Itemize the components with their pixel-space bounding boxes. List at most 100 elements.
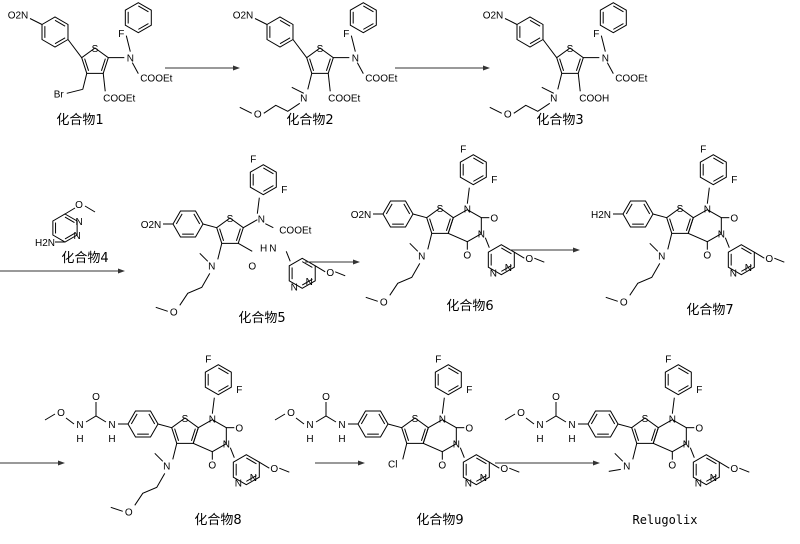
bond [356, 62, 364, 74]
double-bond [476, 475, 487, 482]
double-bond [174, 428, 180, 441]
double-bond [669, 218, 675, 231]
ether-o: O [504, 109, 512, 120]
fluorine-label: F [593, 29, 599, 40]
atom-n: N [74, 231, 81, 242]
atom-s: S [567, 44, 574, 55]
atom-s: S [317, 44, 324, 55]
ether-o: O [380, 297, 388, 308]
double-bond [741, 247, 752, 255]
fluorine-label: F [343, 29, 349, 40]
urea-h: H [568, 434, 575, 445]
aryl-ring [357, 410, 389, 438]
double-bond [445, 218, 451, 231]
methoxy-o: O [270, 464, 278, 475]
bond [327, 73, 331, 92]
arrow-head [573, 247, 580, 253]
pyrimidinedione-ring [192, 419, 227, 453]
arrow-head [593, 460, 600, 466]
fluorine-label: F [352, 0, 358, 2]
atom-s: S [227, 214, 234, 225]
carbonyl-o: O [235, 424, 243, 435]
methyl [649, 242, 659, 252]
nitro-label: O2N [483, 11, 504, 22]
atom-n: N [602, 54, 609, 65]
difluorophenyl-ring [434, 364, 462, 396]
methyl [110, 506, 123, 512]
methoxy-o: O [765, 254, 773, 265]
atom-n: N [453, 440, 460, 451]
double-bond [378, 413, 386, 425]
pyridazine-ring [462, 454, 490, 486]
atom-n: N [490, 269, 497, 280]
double-bond [473, 175, 484, 182]
carbonyl-o: O [490, 214, 498, 225]
double-bond [404, 428, 410, 441]
aryl-substituent-label: O2N [141, 220, 162, 231]
bond [545, 415, 567, 423]
bond [513, 102, 551, 114]
double-bond [235, 228, 241, 241]
atom-n: N [745, 263, 752, 274]
double-bond [429, 218, 435, 231]
arrow-head [233, 65, 240, 71]
bond [217, 243, 223, 260]
double-bond [64, 233, 75, 240]
amine-n: N [208, 261, 215, 272]
methyl [274, 413, 286, 421]
bond [172, 443, 178, 460]
chlorine-label: Cl [388, 459, 397, 470]
bond [389, 263, 421, 296]
double-bond [529, 37, 541, 45]
ether-o: O [254, 109, 262, 120]
bond [652, 213, 667, 219]
difluorophenyl-ring [459, 154, 487, 186]
fluorine-label: F [281, 185, 287, 196]
methyl [774, 257, 785, 263]
methyl [409, 242, 419, 252]
methyl [239, 106, 252, 114]
carbonyl-o: O [463, 251, 471, 262]
bond [179, 273, 211, 306]
bond [102, 73, 106, 92]
bond [504, 18, 518, 25]
arrow-head [118, 268, 125, 274]
methoxy-o: O [730, 464, 738, 475]
bond [202, 223, 217, 229]
compound-label: 化合物8 [194, 513, 241, 528]
atom-n: N [352, 54, 359, 65]
aryl-ring [622, 200, 654, 228]
double-bond [246, 475, 257, 482]
double-bond [175, 213, 183, 225]
methyl [541, 86, 554, 94]
thiophene-ring [171, 417, 199, 444]
amine-n: N [418, 251, 425, 262]
atom-n: N [695, 479, 702, 490]
methyl [509, 467, 520, 473]
atom-n: N [730, 269, 737, 280]
atom-n: N [258, 215, 265, 226]
bond [85, 415, 107, 423]
compound-label: 化合物6 [446, 299, 493, 314]
atom-n: N [209, 415, 216, 426]
aryl-ring [587, 410, 619, 438]
double-bond [279, 19, 291, 27]
aryl-ring [172, 210, 204, 238]
double-bond [403, 203, 411, 215]
methyl [154, 452, 164, 462]
double-bond [713, 175, 724, 182]
ether-o: O [170, 307, 178, 318]
double-bond [476, 457, 487, 465]
fluorine-label: F [665, 355, 671, 366]
nitro-label: O2N [233, 11, 254, 22]
pyridazine-ring [692, 454, 720, 486]
atom-n: N [223, 440, 230, 451]
thiophene-ring [401, 417, 429, 444]
compound-3: SO2NNCOOEtFFCOOHNO化合物3 [483, 0, 648, 128]
reaction-arrow-7 [315, 460, 365, 466]
carbonyl-o: O [438, 461, 446, 472]
compound-label: 化合物5 [238, 311, 285, 326]
